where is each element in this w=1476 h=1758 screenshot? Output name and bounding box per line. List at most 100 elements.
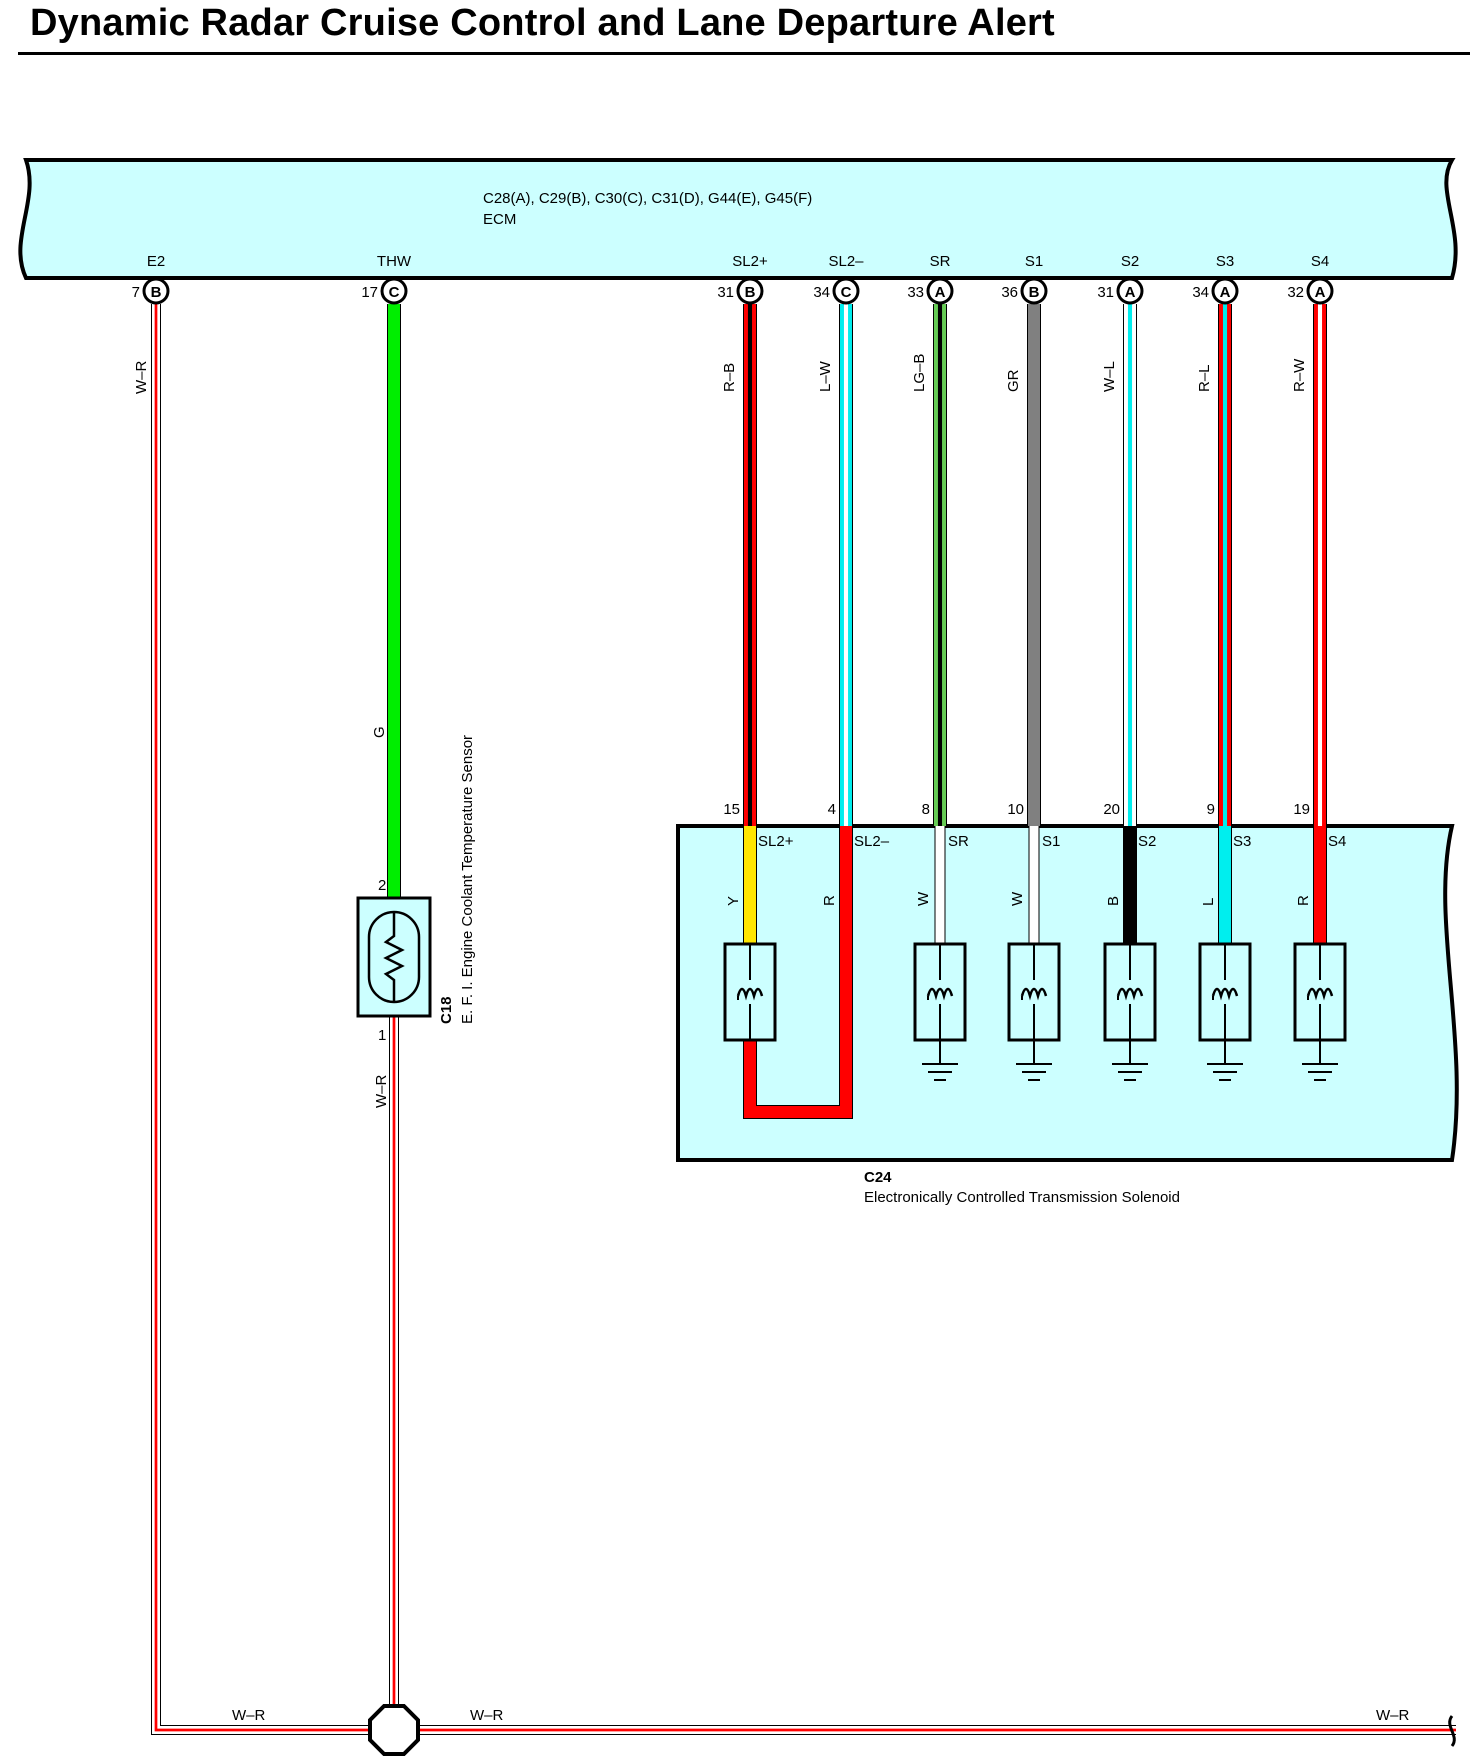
ecm-wire-label-thw: G [371, 726, 388, 738]
ecm-conn-sr: A [935, 284, 946, 301]
sol-wire-loop [743, 826, 853, 1119]
solenoid-coil-s2 [1103, 942, 1157, 1042]
sensor-name: E. F. I. Engine Coolant Temperature Sens… [459, 735, 476, 1024]
ecm-wire-label-sr: LG–B [911, 354, 928, 392]
ecm-terminal-s1: S1 [1025, 253, 1043, 270]
ecm-terminal-s2: S2 [1121, 253, 1139, 270]
ecm-pin-e2: 7 [132, 284, 140, 301]
ground-s1 [1016, 1040, 1052, 1081]
ecm-wire-label-sl2p: R–B [721, 363, 738, 392]
ecm-pin-sr: 33 [907, 284, 924, 301]
ecm-terminal-thw: THW [377, 253, 412, 270]
ecm-terminal-s4: S4 [1311, 253, 1329, 270]
coil-gap-sr [928, 980, 952, 1004]
ecm-terminal-circle-s4 [1306, 277, 1334, 305]
ecm-connectors-label: C28(A), C29(B), C30(C), C31(D), G44(E), … [483, 190, 812, 207]
sol-wire-loop-base [744, 826, 852, 1118]
sensor-code: C18 [438, 996, 455, 1024]
ground-sr [922, 1040, 958, 1081]
solenoid-coil-s4 [1293, 942, 1347, 1042]
ecm-terminal-circle-sl2p [736, 277, 764, 305]
coil-winding-icon-sl2p [736, 987, 764, 1001]
ecm-terminal-e2: E2 [147, 253, 165, 270]
ecm-terminal-circle-s1 [1020, 277, 1048, 305]
sol-pin-sr: 8 [922, 801, 930, 818]
ecm-conn-thw: C [389, 284, 400, 301]
bus-wire-label-mid: W–R [470, 1707, 504, 1724]
ground-s3 [1207, 1040, 1243, 1081]
ecm-terminal-sr: SR [930, 253, 951, 270]
sensor-pin-top: 2 [378, 877, 386, 894]
ground-s2 [1112, 1040, 1148, 1081]
ecm-conn-e2: B [151, 284, 162, 301]
sol-wire-label-s4: R [1295, 895, 1312, 906]
coil-winding-icon-sr [926, 987, 954, 1001]
ground-s4 [1302, 1040, 1338, 1081]
ecm-pin-s3: 34 [1192, 284, 1209, 301]
ecm-terminal-circle-sr [926, 277, 954, 305]
solenoid-code: C24 [864, 1169, 892, 1186]
coil-gap-s4 [1308, 980, 1332, 1004]
sol-pin-sl2m: 4 [828, 801, 836, 818]
ground-bus: W–R W–R W–R [232, 1707, 1410, 1724]
ecm-pin-thw: 17 [361, 284, 378, 301]
solenoid-coil-s3 [1198, 942, 1252, 1042]
solenoid-coil-sr [913, 942, 967, 1042]
ecm-terminal-circle-sl2m [832, 277, 860, 305]
ecm-wire-label-sl2m: L–W [817, 360, 834, 392]
ecm-wire-label-e2: W–R [133, 361, 150, 395]
coil-gap-s1 [1022, 980, 1046, 1004]
coolant-temp-sensor: 2 1 C18 E. F. I. Engine Coolant Temperat… [356, 735, 476, 1108]
title-rule [18, 52, 1470, 55]
coil-winding-icon-s2 [1116, 987, 1144, 1001]
ecm-terminal-circle-s3 [1211, 277, 1239, 305]
sensor-pin-bottom: 1 [378, 1027, 386, 1044]
bus-wire-label-right: W–R [1376, 1707, 1410, 1724]
solenoid-coil-sl2p [723, 942, 777, 1042]
ecm-conn-s3: A [1220, 284, 1231, 301]
sol-wire-label-s3: L [1200, 898, 1217, 906]
sol-terminal-s3: S3 [1233, 833, 1251, 850]
sol-wire-label-sr: W [915, 891, 932, 906]
sol-pin-s4: 19 [1293, 801, 1310, 818]
sol-pin-s2: 20 [1103, 801, 1120, 818]
ecm-terminal-sl2m: SL2– [828, 253, 864, 270]
ecm-box [18, 158, 1458, 280]
ecm-block: C28(A), C29(B), C30(C), C31(D), G44(E), … [18, 158, 1458, 280]
sol-pin-s3: 9 [1207, 801, 1215, 818]
sol-pin-s1: 10 [1007, 801, 1024, 818]
parts-layer [142, 277, 1456, 1756]
ecm-terminal-circle-e2 [142, 277, 170, 305]
solenoid-coil-s1 [1007, 942, 1061, 1042]
ecm-terminal-circle-s2 [1116, 277, 1144, 305]
bus-break-icon [1448, 1715, 1456, 1747]
splice-point-icon [368, 1704, 420, 1756]
ecm-pin-sl2p: 31 [717, 284, 734, 301]
ecm-conn-sl2m: C [841, 284, 852, 301]
ecm-terminal-s3: S3 [1216, 253, 1234, 270]
ecm-wire-label-s3: R–L [1196, 364, 1213, 392]
coil-winding-icon-s1 [1020, 987, 1048, 1001]
sol-terminal-sr: SR [948, 833, 969, 850]
sol-terminal-s4: S4 [1328, 833, 1346, 850]
sol-terminal-s1: S1 [1042, 833, 1060, 850]
coil-winding-icon-s3 [1211, 987, 1239, 1001]
sol-pin-sl2p: 15 [723, 801, 740, 818]
page-title: Dynamic Radar Cruise Control and Lane De… [30, 2, 1055, 44]
wire-e2-outline [151, 304, 378, 1735]
ecm-terminal-sl2p: SL2+ [732, 253, 768, 270]
ecm-conn-s2: A [1125, 284, 1136, 301]
solenoid-name: Electronically Controlled Transmission S… [864, 1189, 1180, 1206]
coil-gap-sl2p [738, 980, 762, 1004]
coil-gap-s2 [1118, 980, 1142, 1004]
thermistor-icon [383, 912, 405, 1002]
ecm-conn-s1: B [1029, 284, 1040, 301]
ecm-pin-s1: 36 [1001, 284, 1018, 301]
ecm-name-label: ECM [483, 211, 516, 228]
ecm-terminal-circle-thw [380, 277, 408, 305]
sol-wire-label-s1: W [1009, 891, 1026, 906]
ecm-wire-label-s1: GR [1005, 369, 1022, 392]
coil-winding-icon-s4 [1306, 987, 1334, 1001]
ecm-pin-sl2m: 34 [813, 284, 830, 301]
sol-wire-label-sl2p: Y [725, 896, 742, 906]
